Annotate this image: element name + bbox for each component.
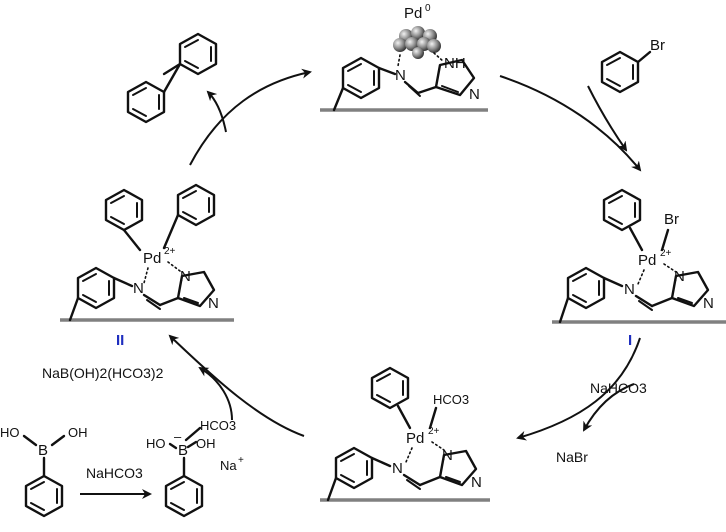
b-atom: B	[38, 442, 48, 459]
label-ii: II	[116, 332, 124, 349]
nahco3-boron-label: NaHCO3	[86, 465, 143, 481]
br-atom: Br	[650, 37, 665, 54]
arrow-bromobenzene-entry	[587, 85, 628, 152]
n-atom: N	[703, 295, 714, 312]
phenyl-ring	[600, 50, 640, 94]
imidazole-ring	[438, 449, 478, 487]
n-atom: N	[395, 67, 406, 84]
pd-center: Pd	[143, 250, 161, 267]
imidazole-ring	[434, 58, 476, 97]
bromobenzene: Br	[600, 37, 665, 94]
n-atom: N	[133, 280, 144, 297]
nabr-byproduct-label: NaBr	[556, 449, 588, 465]
borate-byproduct-label: NaB(OH)2(HCO3)2	[42, 365, 164, 381]
hco3-ligand: HCO3	[433, 392, 469, 407]
arrow-nabr-release	[583, 383, 635, 432]
phenyl-ring	[24, 474, 64, 518]
ho-group: HO	[0, 425, 20, 440]
label-i: I	[628, 332, 632, 349]
nh-atom: NH	[444, 55, 466, 72]
borate-complex: HO – B OH HCO3 Na +	[146, 418, 244, 518]
oh-group: OH	[68, 425, 88, 440]
negative-charge: –	[174, 429, 182, 444]
n-atom: N	[674, 268, 685, 285]
pd-oxidation-state: 2+	[428, 426, 440, 437]
intermediate-hco3: HCO3 Pd 2+ N N N	[320, 366, 490, 502]
pd-nanoparticle-icon	[393, 26, 441, 59]
pd0-oxidation-state: 0	[425, 3, 431, 14]
biphenyl-product	[126, 32, 218, 124]
nahco3-reagent-label: NaHCO3	[590, 380, 647, 396]
arrow-borate-release	[198, 366, 233, 421]
pd-oxidation-state: 2+	[660, 248, 672, 259]
top-pd0-complex: N NH N Pd 0	[320, 3, 488, 112]
b-atom: B	[178, 442, 188, 459]
intermediate-i: Br Pd 2+ N N N I	[552, 188, 726, 349]
phenylboronic-acid: HO OH B	[0, 425, 88, 518]
arrow-reductive-elimination	[189, 68, 312, 166]
phenyl-ring	[126, 80, 166, 124]
n-atom: N	[471, 474, 482, 491]
arrow-oxidative-addition	[499, 75, 642, 172]
phenyl-ring	[164, 474, 204, 518]
phenyl-ring	[370, 366, 410, 410]
n-atom: N	[469, 86, 480, 103]
pd-center: Pd	[406, 430, 424, 447]
n-atom: N	[392, 460, 403, 477]
n-atom: N	[624, 281, 635, 298]
hco3-ligand: HCO3	[200, 418, 236, 433]
phenyl-ring	[602, 188, 642, 232]
phenyl-ring	[104, 188, 144, 232]
n-atom: N	[180, 268, 191, 285]
n-atom: N	[442, 447, 453, 464]
br-atom: Br	[664, 211, 679, 228]
oh-group: OH	[196, 436, 216, 451]
pd-center: Pd	[638, 252, 656, 269]
n-atom: N	[208, 295, 219, 312]
pd0-label: Pd	[404, 5, 422, 22]
na-charge: +	[238, 455, 244, 466]
ho-group: HO	[146, 436, 166, 451]
na-counterion: Na	[220, 458, 237, 473]
pd-oxidation-state: 2+	[164, 246, 176, 257]
arrow-ligand-exchange	[516, 337, 641, 441]
imidazole-ring	[670, 270, 710, 308]
intermediate-ii: Pd 2+ N N N II	[60, 183, 234, 349]
arrow-transmetalation	[168, 334, 305, 437]
imidazole-ring	[176, 270, 216, 308]
arrow-product-release	[206, 90, 227, 133]
